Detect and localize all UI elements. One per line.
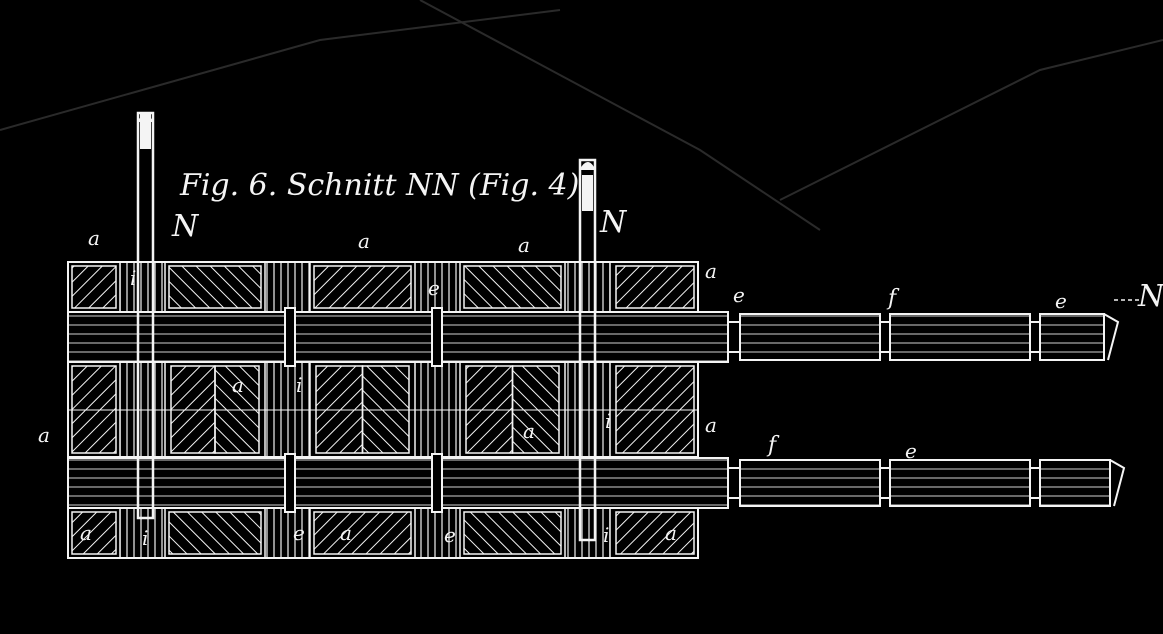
label-a: a xyxy=(665,521,677,545)
label-e: e xyxy=(905,439,917,463)
hatched-block xyxy=(463,511,562,555)
coupling xyxy=(727,467,741,499)
hatched-block xyxy=(168,511,262,555)
separator-band xyxy=(264,261,311,313)
label-a: a xyxy=(705,413,717,437)
shaft-end xyxy=(1109,459,1126,507)
rod-left xyxy=(136,111,155,520)
shaft-end xyxy=(1103,313,1120,361)
label-N: N xyxy=(599,205,628,240)
shaft-segment xyxy=(1039,459,1111,507)
label-i: i xyxy=(605,409,611,433)
coupling xyxy=(1029,321,1041,353)
figure-title: Fig. 6. Schnitt NN (Fig. 4). xyxy=(179,168,589,203)
shaft-body xyxy=(67,311,729,363)
separator-band xyxy=(564,261,611,313)
hatched-block xyxy=(313,511,412,555)
label-a: a xyxy=(232,373,244,397)
label-e: e xyxy=(428,276,440,300)
separator-band xyxy=(264,507,311,559)
label-a: a xyxy=(705,259,717,283)
coupling xyxy=(431,307,443,367)
background-streaks xyxy=(0,0,1163,231)
hatched-block xyxy=(615,511,695,555)
shaft-segment xyxy=(739,459,881,507)
label-i: i xyxy=(296,373,302,397)
coupling xyxy=(284,453,296,513)
shaft-segment xyxy=(889,313,1031,361)
shaft-segment xyxy=(739,313,881,361)
hatched-block xyxy=(615,265,695,309)
label-e: e xyxy=(733,283,745,307)
label-a: a xyxy=(88,226,100,250)
hatched-block xyxy=(313,265,412,309)
label-e: e xyxy=(1055,289,1067,313)
hatched-block xyxy=(463,265,562,309)
label-N: N xyxy=(1137,279,1163,314)
hatched-block xyxy=(168,265,262,309)
separator-band xyxy=(564,507,611,559)
shaft-segment xyxy=(1039,313,1105,361)
coupling xyxy=(1029,467,1041,499)
label-a: a xyxy=(340,521,352,545)
label-a: a xyxy=(38,423,50,447)
shaft-body xyxy=(67,457,729,509)
label-i: i xyxy=(142,526,148,550)
coupling xyxy=(879,467,891,499)
coupling xyxy=(879,321,891,353)
rod-right xyxy=(578,158,597,542)
label-i: i xyxy=(130,266,136,290)
label-e: e xyxy=(444,523,456,547)
shaft-segment xyxy=(889,459,1031,507)
label-i: i xyxy=(603,523,609,547)
shafts xyxy=(67,307,1126,513)
coupling xyxy=(284,307,296,367)
label-a: a xyxy=(358,229,370,253)
bearing-blocks xyxy=(67,261,699,559)
coupling xyxy=(431,453,443,513)
label-a: a xyxy=(518,233,530,257)
hatched-block xyxy=(71,265,117,309)
hatched-block xyxy=(71,511,117,555)
separator-band xyxy=(119,507,166,559)
separator-band xyxy=(119,261,166,313)
label-f: f xyxy=(766,433,780,458)
separator-band xyxy=(414,507,461,559)
separator-band xyxy=(414,261,461,313)
label-e: e xyxy=(293,521,305,545)
coupling xyxy=(727,321,741,353)
label-a: a xyxy=(523,419,535,443)
label-f: f xyxy=(886,286,900,311)
label-N: N xyxy=(171,209,200,244)
label-a: a xyxy=(80,521,92,545)
